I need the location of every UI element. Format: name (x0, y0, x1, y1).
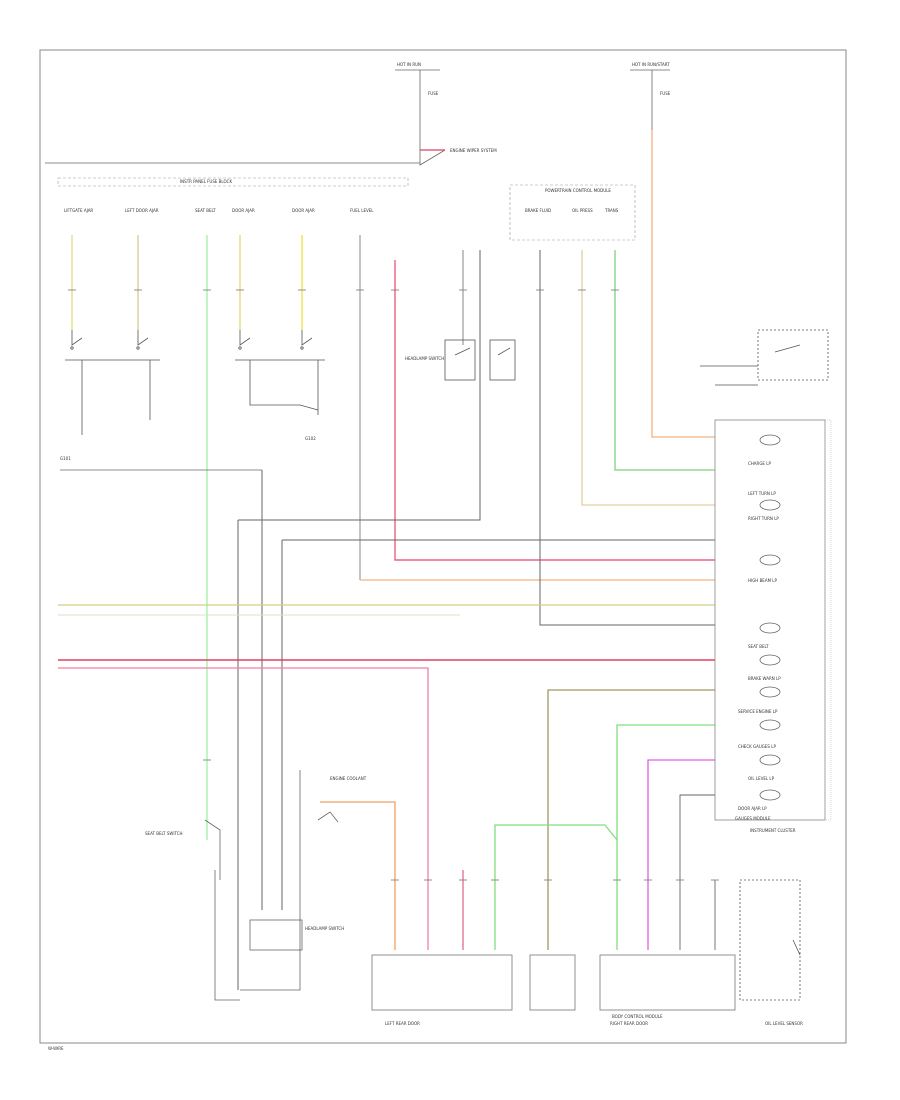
wire-green-right-2 (616, 724, 715, 950)
connector-ticks (68, 289, 719, 881)
hot-run-left-label: HOT IN RUN (397, 62, 421, 67)
headlamp-switch-symbol (444, 339, 516, 381)
wire-red-long-2 (58, 667, 429, 950)
wire-red-center (394, 260, 715, 561)
switches-row (65, 330, 325, 435)
diagram-border (39, 49, 847, 1044)
indicator-label-5: SEAT BELT (748, 644, 769, 649)
body-ctrl-label: BODY CONTROL MODULE (612, 1014, 663, 1019)
switch-label-9: TRANS (604, 208, 619, 213)
wire-magenta-right (647, 759, 715, 950)
wire-green-right (614, 250, 715, 471)
switch-label-6: FUEL LEVEL (350, 208, 374, 213)
powertrain-box (509, 184, 636, 241)
wire-tan-right (581, 250, 715, 506)
cluster-title: GAUGES MODULE (735, 816, 771, 821)
switch-label-1: LIFTGATE AJAR (64, 208, 93, 213)
coolant-switch (700, 329, 829, 386)
engine-ws-label: ENGINE WIPER SYSTEM (450, 148, 497, 153)
switch-label-4: DOOR AJAR (232, 208, 255, 213)
inst-panel-fuse-box (57, 177, 409, 187)
indicator-label-8: CHECK GAUGES LP (738, 744, 776, 749)
wire-green-bottom (494, 824, 618, 950)
orange-feed-wire (651, 130, 715, 438)
footer-left-label: W-WIRE (48, 1046, 64, 1051)
wire-olive-right (547, 689, 715, 950)
bus-black-7 (539, 250, 715, 626)
ground-label-2: G102 (305, 436, 316, 441)
bottom-label-5: RIGHT REAR DOOR (610, 1021, 648, 1026)
ground-label-1: G101 (60, 456, 71, 461)
indicator-label-9: OIL LEVEL LP (748, 776, 775, 781)
switch-label-3: SEAT BELT (195, 208, 216, 213)
fuse-right-label: FUSE (660, 91, 671, 96)
bottom-label-2: HEADLAMP SWITCH (305, 926, 344, 931)
instrument-cluster-box (714, 419, 826, 821)
switch-label-8: OIL PRESS (572, 208, 593, 213)
bottom-label-1: SEAT BELT SWITCH (145, 831, 183, 836)
hot-run-right-label: HOT IN RUN/START (632, 62, 670, 67)
cluster-edge (824, 419, 832, 821)
switch-label-5: DOOR AJAR (292, 208, 315, 213)
indicator-label-6: BRAKE WARN LP (748, 676, 781, 681)
bottom-label-4: LEFT REAR DOOR (385, 1021, 420, 1026)
indicator-label-4: HIGH BEAM LP (748, 578, 778, 583)
power-source-left (45, 69, 446, 166)
inst-panel-fuse-label: INSTR PANEL FUSE BLOCK (180, 179, 232, 184)
indicator-label-2: LEFT TURN LP (748, 491, 776, 496)
bottom-label-6: OIL LEVEL SENSOR (765, 1021, 803, 1026)
switch-label-7: BRAKE FLUID (525, 208, 551, 213)
bottom-connector-1 (371, 954, 513, 1011)
switch-label-2: LEFT DOOR AJAR (125, 208, 159, 213)
cluster-indicators (759, 434, 781, 801)
oil-level-switch (714, 879, 801, 1001)
bottom-connector-2 (529, 954, 576, 1011)
indicator-label-7: SERVICE ENGINE LP (738, 709, 778, 714)
fuse-left-label: FUSE (428, 91, 439, 96)
bottom-module-left (204, 770, 396, 1001)
powertrain-label: POWERTRAIN CONTROL MODULE (545, 188, 611, 193)
bottom-connector-3 (599, 954, 736, 1011)
cluster-footer: INSTRUMENT CLUSTER (750, 828, 796, 833)
bottom-label-3: ENGINE COOLANT (330, 776, 367, 781)
indicator-label-1: CHARGE LP (748, 461, 771, 466)
wire-black-right (679, 794, 715, 950)
bus-black-2 (238, 250, 481, 521)
lightsw-label: HEADLAMP SWITCH (405, 356, 444, 361)
power-source-right (630, 69, 670, 130)
indicator-label-10: DOOR AJAR LP (738, 806, 767, 811)
indicator-label-3: RIGHT TURN LP (748, 516, 779, 521)
